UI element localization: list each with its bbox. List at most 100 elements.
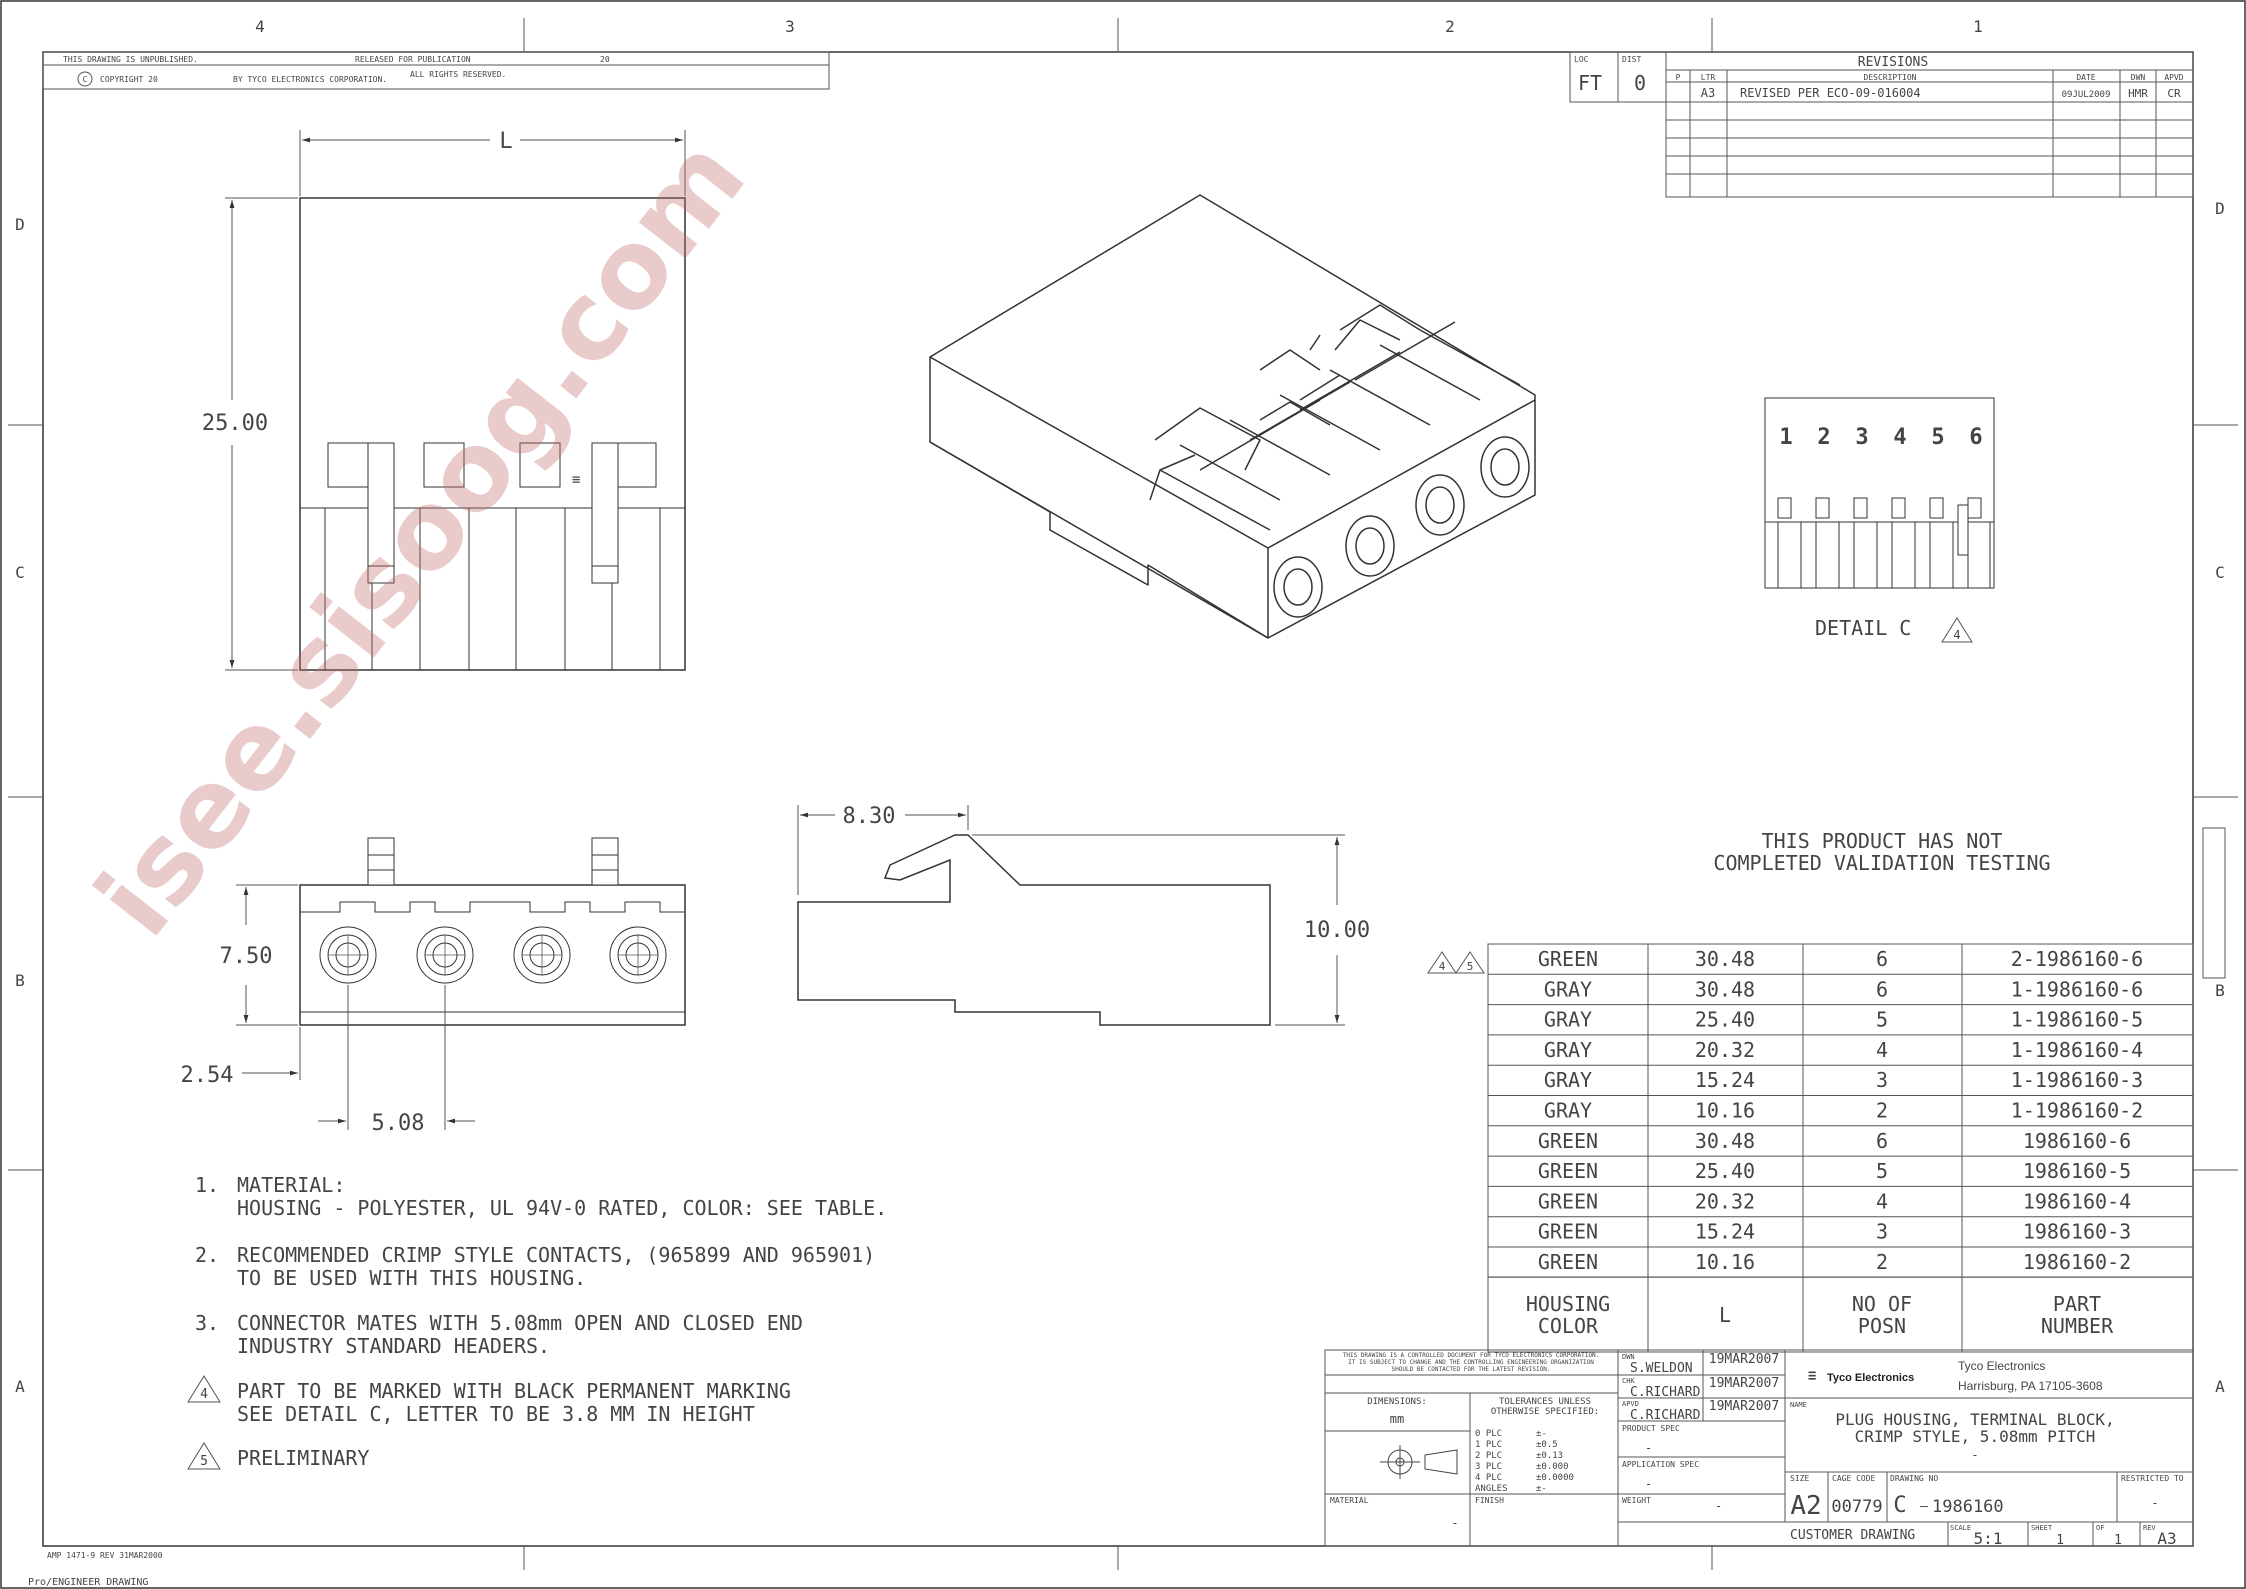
top-view: ≡ L 25.00: [202, 129, 686, 671]
cage-value: 00779: [1831, 1497, 1882, 1517]
table-header-posn-2: POSN: [1858, 1314, 1906, 1338]
application-spec-value: -: [1645, 1477, 1652, 1491]
name-line-3: -: [1971, 1448, 1978, 1462]
detail-pos-3: 3: [1855, 425, 1868, 450]
table-flag-5-shape: [1455, 951, 1485, 974]
rev-row-dwn: HMR: [2128, 87, 2148, 100]
part-row-part: 1-1986160-4: [2011, 1038, 2143, 1062]
form-number: AMP 1471-9 REV 31MAR2000: [47, 1551, 163, 1560]
sheet-value: 1: [2056, 1533, 2064, 1548]
copyright-strip: THIS DRAWING IS UNPUBLISHED. RELEASED FO…: [42, 51, 830, 90]
projection-symbol: [1380, 1445, 1458, 1479]
detail-pos-6: 6: [1969, 425, 1982, 450]
dim-top-width: L: [499, 129, 512, 154]
part-row-posn: 5: [1876, 1008, 1888, 1032]
part-row-posn: 4: [1876, 1038, 1888, 1062]
of-value: 1: [2114, 1533, 2122, 1548]
revisions-title: REVISIONS: [1858, 55, 1928, 70]
part-row-l: 20.32: [1695, 1038, 1755, 1062]
control-note-1: THIS DRAWING IS A CONTROLLED DOCUMENT FO…: [1343, 1352, 1599, 1359]
isometric-view: [929, 194, 1536, 639]
weight-label: WEIGHT: [1622, 1496, 1651, 1505]
chk-label: CHK: [1622, 1377, 1635, 1385]
company-address: Harrisburg, PA 17105-3608: [1958, 1379, 2103, 1393]
dist-label: DIST: [1622, 55, 1641, 64]
copyright-year: COPYRIGHT 20: [100, 75, 158, 84]
note-number: 2.: [195, 1243, 219, 1267]
rev-header-dwn: DWN: [2131, 73, 2146, 82]
zone-top-1: 1: [1973, 17, 1983, 36]
part-row-l: 25.40: [1695, 1008, 1755, 1032]
apvd-label: APVD: [1622, 1400, 1639, 1408]
side-view: 8.30 10.00: [797, 804, 1370, 1026]
size-value: A2: [1790, 1491, 1821, 1521]
top-view-logo-mark: ≡: [572, 472, 580, 488]
detail-pos-2: 2: [1817, 425, 1830, 450]
rev-header-ltr: LTR: [1701, 73, 1716, 82]
table-flag-5: 5: [1467, 960, 1474, 973]
zone-top-3: 3: [785, 17, 795, 36]
validation-line-1: THIS PRODUCT HAS NOT: [1762, 829, 2003, 853]
zone-left-a: A: [15, 1377, 25, 1396]
zone-left-b: B: [15, 971, 25, 990]
part-row-part: 1986160-5: [2023, 1159, 2131, 1183]
note-number: 3.: [195, 1311, 219, 1335]
tolerance-plc: ANGLES: [1475, 1484, 1508, 1494]
zone-right-a: A: [2215, 1377, 2225, 1396]
revisions-block: REVISIONS P LTR DESCRIPTION DATE DWN APV…: [1665, 51, 2194, 198]
tolerance-plc: 3 PLC: [1475, 1462, 1502, 1472]
material-label: MATERIAL: [1330, 1496, 1369, 1505]
material-value: -: [1451, 1516, 1458, 1530]
note-number: 1.: [195, 1173, 219, 1197]
tolerance-value: ±-: [1536, 1484, 1547, 1494]
loc-value: FT: [1578, 71, 1602, 95]
dim-front-offset: 2.54: [181, 1063, 234, 1088]
table-flag-4: 4: [1439, 960, 1446, 973]
tolerance-plc: 1 PLC: [1475, 1440, 1502, 1450]
dwn-name: S.WELDON: [1630, 1361, 1693, 1376]
size-label: SIZE: [1790, 1474, 1809, 1483]
part-row-l: 10.16: [1695, 1250, 1755, 1274]
product-spec-label: PRODUCT SPEC: [1622, 1424, 1680, 1433]
tolerances-label-2: OTHERWISE SPECIFIED:: [1491, 1407, 1599, 1417]
detail-pos-5: 5: [1931, 425, 1944, 450]
table-header-part-2: NUMBER: [2041, 1314, 2114, 1338]
part-row-l: 15.24: [1695, 1220, 1755, 1244]
note-flag-triangle: [187, 1375, 221, 1403]
part-row-posn: 3: [1876, 1068, 1888, 1092]
front-view: 7.50 2.54 5.08: [181, 837, 686, 1136]
part-row-color: GRAY: [1544, 1038, 1592, 1062]
note-line: PRELIMINARY: [237, 1446, 369, 1470]
part-row-color: GREEN: [1538, 947, 1598, 971]
part-row-part: 1-1986160-5: [2011, 1008, 2143, 1032]
rights-note: ALL RIGHTS RESERVED.: [410, 70, 506, 79]
note-flag: 5: [200, 1454, 208, 1469]
name-line-1: PLUG HOUSING, TERMINAL BLOCK,: [1835, 1410, 2114, 1429]
cad-note: Pro/ENGINEER DRAWING: [28, 1577, 148, 1588]
control-note-3: SHOULD BE CONTACTED FOR THE LATEST REVIS…: [1392, 1366, 1551, 1373]
rev-row-date: 09JUL2009: [2062, 90, 2111, 100]
note-flag-triangle: [187, 1442, 221, 1470]
zone-right-d: D: [2215, 199, 2225, 218]
zone-left-c: C: [15, 563, 25, 582]
detail-pos-4: 4: [1893, 425, 1906, 450]
copyright-symbol: C: [83, 75, 88, 84]
released-note: RELEASED FOR PUBLICATION: [355, 55, 471, 64]
sheet-label: SHEET: [2031, 1524, 2053, 1532]
note-line: CONNECTOR MATES WITH 5.08mm OPEN AND CLO…: [237, 1311, 803, 1335]
watermark: isee.sisoog.com: [73, 116, 770, 959]
rev-row-description: REVISED PER ECO-09-016004: [1740, 86, 1921, 100]
cage-label: CAGE CODE: [1832, 1474, 1876, 1483]
note-line: MATERIAL:: [237, 1173, 345, 1197]
control-note-2: IT IS SUBJECT TO CHANGE AND THE CONTROLL…: [1348, 1359, 1594, 1366]
note-line: HOUSING - POLYESTER, UL 94V-0 RATED, COL…: [237, 1196, 887, 1220]
part-row-posn: 2: [1876, 1099, 1888, 1123]
dim-side-height: 10.00: [1304, 918, 1370, 943]
table-header-part-1: PART: [2053, 1292, 2101, 1316]
finish-label: FINISH: [1475, 1496, 1504, 1505]
validation-line-2: COMPLETED VALIDATION TESTING: [1713, 851, 2050, 875]
part-row-l: 30.48: [1695, 947, 1755, 971]
part-row-l: 15.24: [1695, 1068, 1755, 1092]
